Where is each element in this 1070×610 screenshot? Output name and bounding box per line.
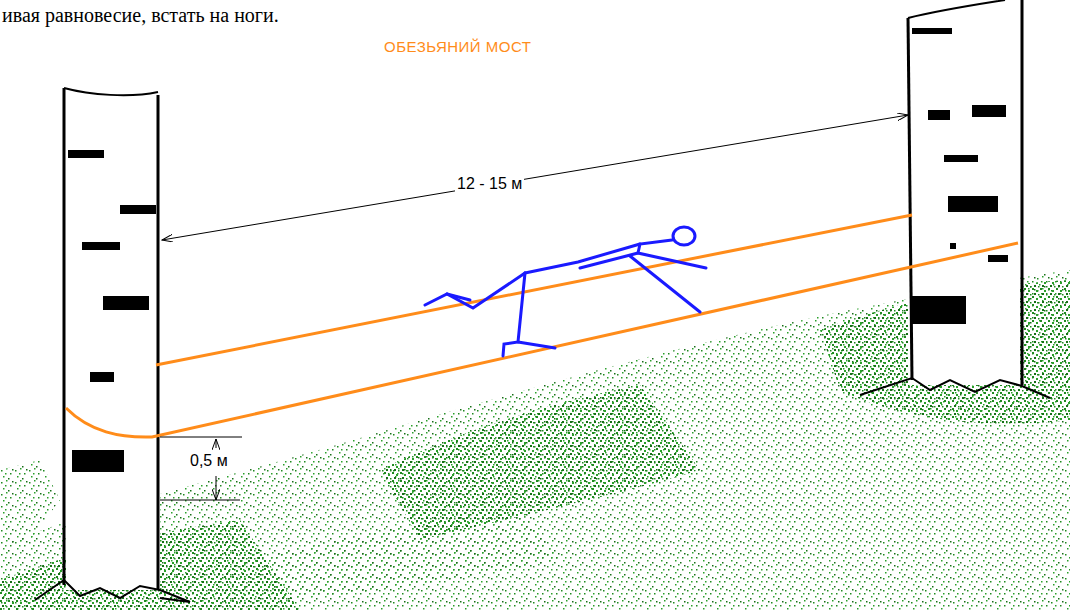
diagram-title: ОБЕЗЬЯНИЙ МОСТ	[384, 38, 531, 55]
height-dimension: 0,5 м	[188, 452, 230, 470]
cropped-text-line: ивая равновесие, встать на ноги.	[2, 4, 279, 27]
length-dimension: 12 - 15 м	[455, 175, 524, 193]
